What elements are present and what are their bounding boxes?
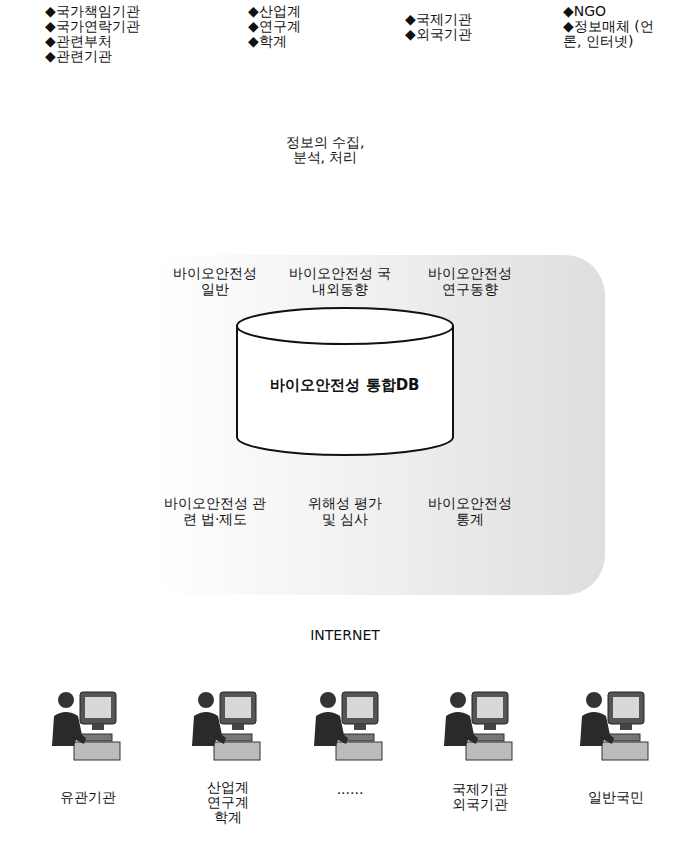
category-label: 바이오안전성 연구동향: [420, 265, 520, 297]
source-item: ◆NGO: [563, 4, 668, 19]
computer-user-icon: [52, 692, 120, 760]
category-label: 바이오안전성 일반: [165, 265, 265, 297]
source-item: ◆학계: [248, 34, 338, 49]
computer-user-icon: [580, 692, 648, 760]
category-label: 바이오안전성 통계: [420, 495, 520, 527]
source-item: ◆관련부처: [45, 34, 155, 49]
computer-user-icon: [192, 692, 260, 760]
user-label: 산업계 연구계 학계: [202, 780, 254, 825]
source-item: ◆연구계: [248, 19, 338, 34]
source-item: ◆국가연락기관: [45, 19, 155, 34]
computer-user-icon: [314, 692, 382, 760]
source-item: ◆산업계: [248, 4, 338, 19]
shaded-region: 바이오안전성 일반 바이오안전성 국내외동향 바이오안전성 연구동향바이오안전성 관…: [150, 255, 605, 595]
user-label: 유관기관: [48, 790, 128, 805]
source-item: ◆국가책임기관: [45, 4, 155, 19]
source-item: ◆국제기관: [405, 12, 505, 27]
computer-user-icon: [444, 692, 512, 760]
category-label: 위해성 평가 및 심사: [300, 495, 390, 527]
source-item: ◆관련기관: [45, 49, 155, 64]
source-item: ◆외국기관: [405, 27, 505, 42]
category-label: 바이오안전성 관련 법·제도: [163, 495, 267, 527]
flow-label: INTERNET: [290, 628, 400, 643]
database-cylinder: 바이오안전성 통합DB: [235, 307, 455, 457]
flow-label: 정보의 수집, 분석, 처리: [278, 135, 373, 165]
user-label: 국제기관 외국기관: [447, 782, 513, 812]
user-label: ......: [320, 782, 380, 797]
source-item: ◆정보매체 (언론, 인터넷): [563, 19, 668, 49]
category-label: 바이오안전성 국내외동향: [288, 265, 392, 297]
user-label: 일반국민: [576, 790, 656, 805]
database-title: 바이오안전성 통합DB: [245, 377, 445, 393]
